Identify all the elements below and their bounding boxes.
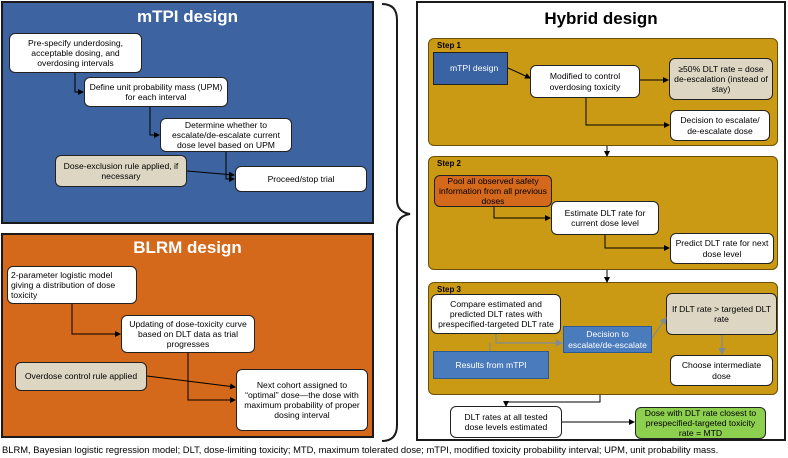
step3-label: Step 3	[437, 285, 462, 294]
step1-label: Step 1	[437, 41, 462, 50]
footnote: BLRM, Bayesian logistic regression model…	[2, 444, 719, 455]
step3-results-box: Results from mTPI	[433, 351, 549, 379]
step2-estimate-box: Estimate DLT rate for current dose level	[551, 201, 659, 235]
step3-decision-box: Decision to escalate/de-escalate	[563, 326, 652, 353]
step3-choose-box: Choose intermediate dose	[670, 355, 773, 386]
step2-predict-box: Predict DLT rate for next dose level	[670, 233, 774, 264]
mtpi-intervals-box: Pre-specify underdosing, acceptable dosi…	[9, 33, 142, 73]
final-dlt-rates-box: DLT rates at all tested dose levels esti…	[450, 406, 562, 438]
step3-ifrate-box: If DLT rate > targeted DLT rate	[666, 293, 777, 335]
step2-pool-box: Pool all observed safety information fro…	[434, 175, 552, 207]
blrm-next-cohort-box: Next cohort assigned to “optimal” dose—t…	[236, 369, 368, 431]
mtpi-escalate-box: Determine whether to escalate/de-escalat…	[160, 118, 292, 152]
mtpi-upm-box: Define unit probability mass (UPM) for e…	[84, 77, 228, 107]
final-mtd-box: Dose with DLT rate closest to prespecifi…	[635, 407, 766, 439]
blrm-logistic-model-box: 2-parameter logistic model giving a dist…	[7, 266, 137, 304]
step1-decision-box: Decision to escalate/ de-escalate dose	[670, 110, 770, 141]
mtpi-title: mTPI design	[136, 7, 239, 26]
mtpi-dose-exclusion-box: Dose-exclusion rule applied, if necessar…	[55, 155, 187, 187]
step1-mtpi-box: mTPI design	[433, 52, 508, 85]
blrm-updating-box: Updating of dose-toxicity curve based on…	[121, 315, 255, 353]
blrm-title: BLRM design	[133, 238, 242, 257]
mtpi-proceed-stop-box: Proceed/stop trial	[235, 166, 367, 192]
step2-label: Step 2	[437, 159, 462, 168]
step1-rate-box: ≥50% DLT rate = dose de-escalation (inst…	[669, 58, 773, 100]
blrm-overdose-control-box: Overdose control rule applied	[15, 362, 147, 391]
step3-compare-box: Compare estimated and predicted DLT rate…	[431, 294, 561, 334]
step1-modified-box: Modified to control overdosing toxicity	[530, 65, 640, 98]
hybrid-title: Hybrid design	[544, 9, 658, 28]
